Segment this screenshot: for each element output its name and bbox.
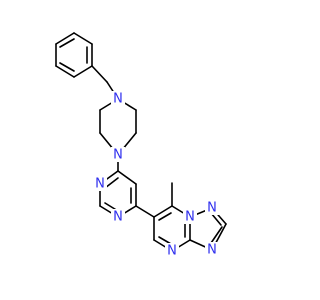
chemical-structure-diagram: N N N N N N N N xyxy=(55,32,227,259)
triazole-n-top-label: N xyxy=(207,201,217,216)
piperazine-n-bottom-label: N xyxy=(113,148,123,163)
biaryl-bond xyxy=(135,205,155,218)
piperazine-n-top-label: N xyxy=(113,92,123,107)
pyrimidine-n-lower-label: N xyxy=(113,210,123,225)
pyrimidine-fused-n-label: N xyxy=(167,244,177,259)
triazole-n-bottom-label: N xyxy=(207,243,217,258)
atom-labels: N N N N N N N N xyxy=(93,91,219,259)
pyrimidine-n-upper-label: N xyxy=(95,177,105,192)
triazolo-n-bridge-label: N xyxy=(185,210,195,225)
benzene-ring xyxy=(55,32,93,78)
